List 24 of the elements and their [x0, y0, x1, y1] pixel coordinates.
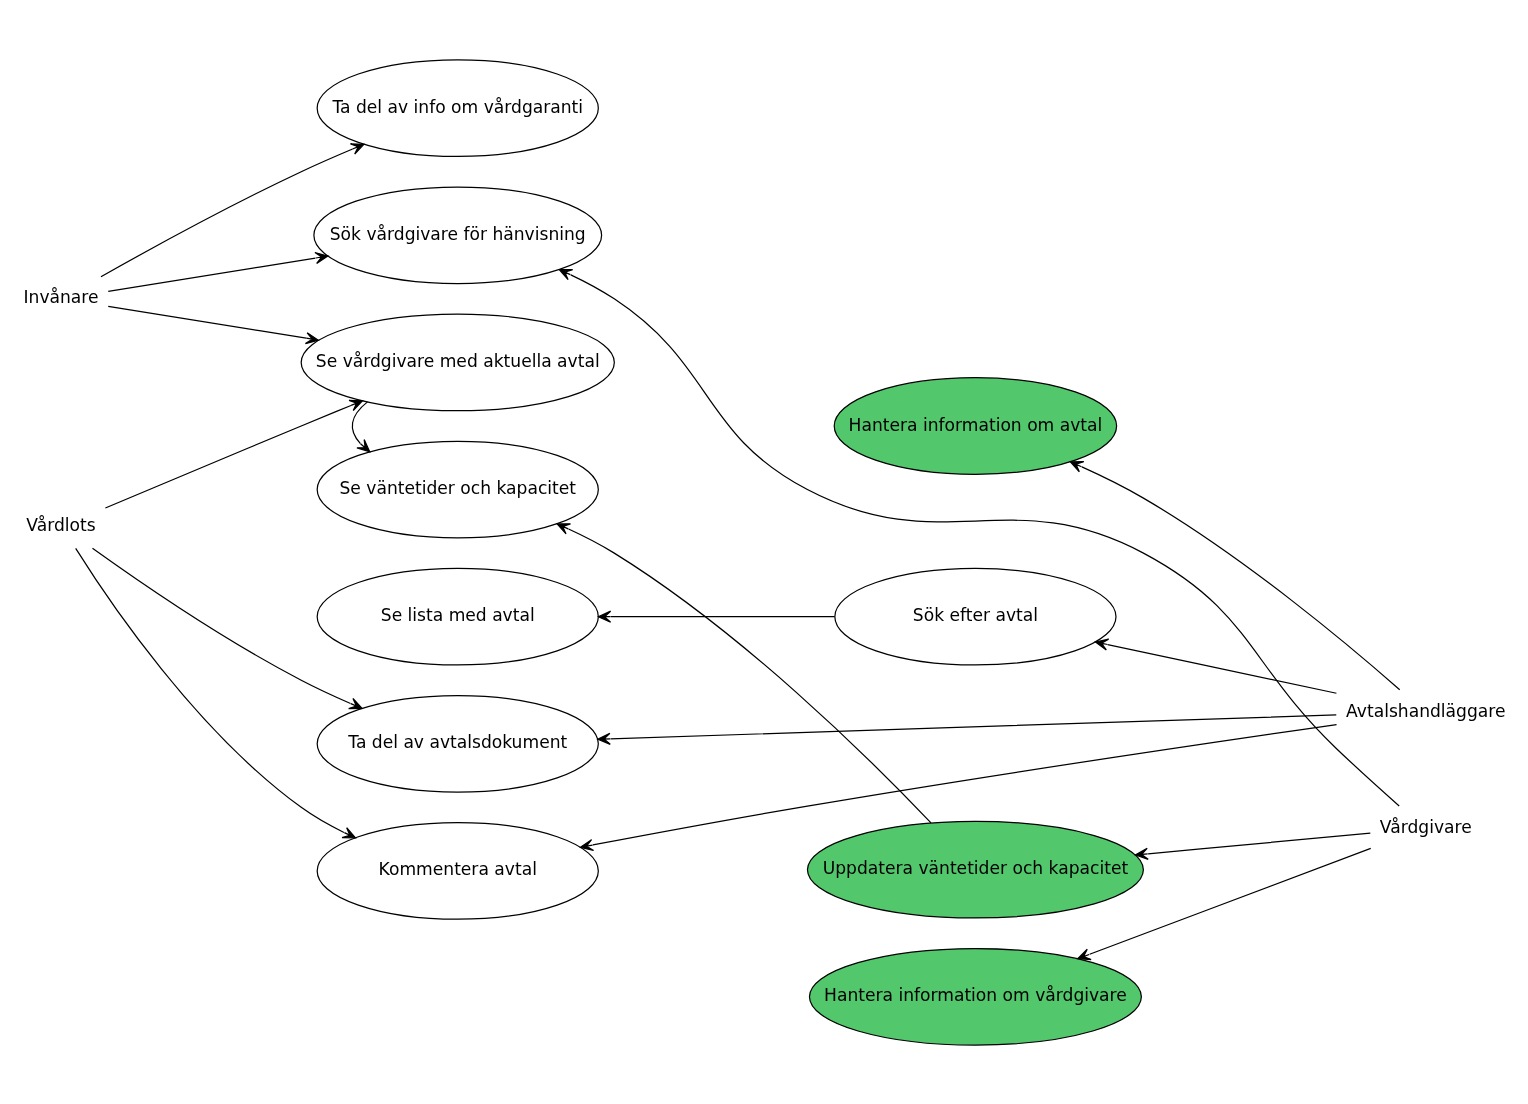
node-text: Avtalshandläggare [1345, 700, 1505, 721]
arrow [596, 713, 1337, 745]
arrow [351, 400, 370, 452]
node-ellipse: Kommentera avtal [316, 821, 599, 920]
arrow [107, 305, 319, 344]
arrow [558, 268, 1400, 807]
arrow [91, 547, 363, 709]
arrow [104, 399, 363, 509]
arrow [99, 142, 364, 277]
arrow [556, 522, 932, 823]
node-ellipse: Se lista med avtal [316, 567, 599, 666]
node-text: Vårdgivare [1379, 816, 1472, 837]
arrow [579, 723, 1337, 851]
node-text: Invånare [23, 286, 99, 307]
arrow [1094, 638, 1337, 694]
node-ellipse: Sök efter avtal [833, 567, 1117, 666]
arrow [1134, 832, 1371, 860]
node-ellipse: Uppdatera väntetider och kapacitet [806, 820, 1144, 919]
arrow [1076, 847, 1371, 960]
arrow [1069, 460, 1400, 690]
arrow [74, 547, 356, 838]
node-text: Vårdlots [25, 514, 96, 535]
arrow [107, 251, 328, 292]
arrow [597, 610, 835, 623]
